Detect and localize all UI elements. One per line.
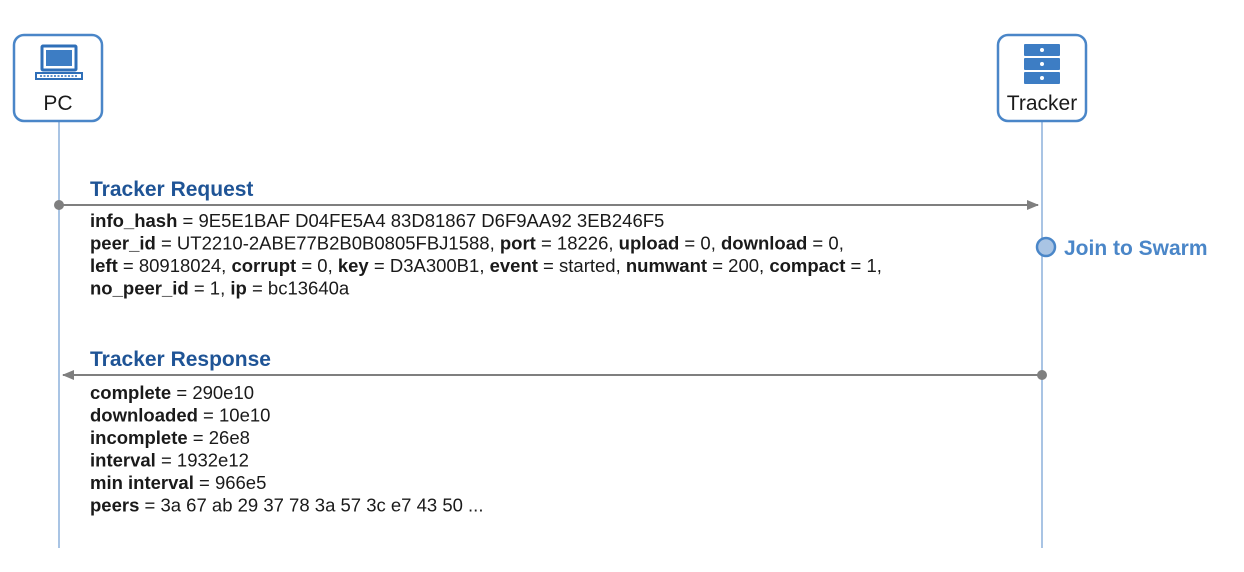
param-value: 18226 <box>557 233 608 254</box>
param-key: numwant <box>626 255 707 276</box>
param-value: D3A300B1 <box>390 255 479 276</box>
pc-actor: PC <box>12 33 104 123</box>
param-separator: = <box>189 278 210 299</box>
param-key: key <box>338 255 370 276</box>
param-value: bc13640a <box>268 278 350 299</box>
param-comma: , <box>328 255 338 276</box>
response-line: complete = 290e10 <box>90 382 254 403</box>
response-message: Tracker Response complete = 290e10downlo… <box>62 348 1047 516</box>
param-separator: = <box>679 233 700 254</box>
param-separator: = <box>118 255 139 276</box>
param-comma: , <box>490 233 500 254</box>
param-value: 0 <box>700 233 710 254</box>
param-separator: = <box>198 405 219 426</box>
param-separator: = <box>177 210 198 231</box>
param-key: upload <box>619 233 680 254</box>
param-comma: , <box>221 255 231 276</box>
param-separator: = <box>807 233 828 254</box>
response-line: downloaded = 10e10 <box>90 405 270 426</box>
response-line: incomplete = 26e8 <box>90 427 250 448</box>
param-value: started <box>559 255 616 276</box>
param-separator: = <box>156 233 177 254</box>
param-value: 966e5 <box>215 472 266 493</box>
tracker-actor-label: Tracker <box>1007 92 1077 115</box>
request-line: left = 80918024, corrupt = 0, key = D3A3… <box>90 255 882 276</box>
param-separator: = <box>536 233 557 254</box>
laptop-icon <box>35 44 83 80</box>
param-value: 290e10 <box>192 382 254 403</box>
param-comma: , <box>839 233 844 254</box>
tracker-actor: Tracker <box>996 33 1088 123</box>
param-separator: = <box>171 382 192 403</box>
response-line: peers = 3a 67 ab 29 37 78 3a 57 3c e7 43… <box>90 495 483 516</box>
param-separator: = <box>538 255 559 276</box>
param-comma: , <box>608 233 618 254</box>
param-comma: , <box>877 255 882 276</box>
response-line: min interval = 966e5 <box>90 472 266 493</box>
join-swarm-note: Join to Swarm <box>1035 236 1208 260</box>
param-comma: , <box>479 255 489 276</box>
param-value: 10e10 <box>219 405 270 426</box>
param-value: 80918024 <box>139 255 221 276</box>
param-value: 1932e12 <box>177 450 249 471</box>
param-comma: , <box>711 233 721 254</box>
param-separator: = <box>156 450 177 471</box>
param-key: corrupt <box>231 255 296 276</box>
param-comma: , <box>616 255 626 276</box>
param-separator: = <box>296 255 317 276</box>
param-key: incomplete <box>90 427 188 448</box>
param-separator: = <box>369 255 390 276</box>
param-key: complete <box>90 382 171 403</box>
join-swarm-marker <box>1035 236 1057 258</box>
param-key: peers <box>90 495 139 516</box>
param-value: 26e8 <box>209 427 250 448</box>
param-key: left <box>90 255 118 276</box>
param-comma: , <box>759 255 769 276</box>
param-key: port <box>500 233 536 254</box>
param-value: 9E5E1BAF D04FE5A4 83D81867 D6F9AA92 3EB2… <box>198 210 664 231</box>
pc-actor-label: PC <box>43 92 72 115</box>
request-line: info_hash = 9E5E1BAF D04FE5A4 83D81867 D… <box>90 210 664 231</box>
param-key: downloaded <box>90 405 198 426</box>
param-value: 0 <box>828 233 838 254</box>
request-line: no_peer_id = 1, ip = bc13640a <box>90 278 350 299</box>
join-swarm-label: Join to Swarm <box>1064 237 1208 260</box>
response-title: Tracker Response <box>90 348 271 371</box>
param-key: ip <box>230 278 246 299</box>
param-value: 0 <box>317 255 327 276</box>
server-icon <box>1024 44 1060 84</box>
request-message: Tracker Request info_hash = 9E5E1BAF D04… <box>54 178 1039 299</box>
param-separator: = <box>194 472 215 493</box>
param-value: 3a 67 ab 29 37 78 3a 57 3c e7 43 50 ... <box>160 495 483 516</box>
param-key: peer_id <box>90 233 156 254</box>
param-value: 1 <box>866 255 876 276</box>
param-key: no_peer_id <box>90 278 189 299</box>
param-key: interval <box>90 450 156 471</box>
param-separator: = <box>707 255 728 276</box>
param-separator: = <box>188 427 209 448</box>
param-comma: , <box>220 278 230 299</box>
param-separator: = <box>247 278 268 299</box>
param-key: min interval <box>90 472 194 493</box>
param-value: 1 <box>210 278 220 299</box>
param-key: compact <box>769 255 845 276</box>
request-title: Tracker Request <box>90 178 253 201</box>
param-key: download <box>721 233 807 254</box>
param-value: UT2210-2ABE77B2B0B0805FBJ1588 <box>177 233 490 254</box>
response-line: interval = 1932e12 <box>90 450 249 471</box>
param-value: 200 <box>728 255 759 276</box>
param-key: event <box>490 255 538 276</box>
request-line: peer_id = UT2210-2ABE77B2B0B0805FBJ1588,… <box>90 233 844 254</box>
request-params: info_hash = 9E5E1BAF D04FE5A4 83D81867 D… <box>90 210 882 299</box>
param-key: info_hash <box>90 210 177 231</box>
param-separator: = <box>845 255 866 276</box>
param-separator: = <box>139 495 160 516</box>
